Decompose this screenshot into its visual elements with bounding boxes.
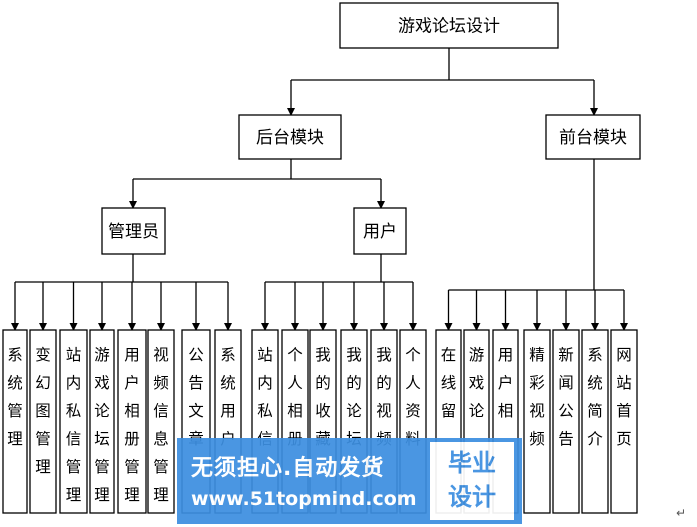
user-leaf-3-label: 我的论坛	[346, 346, 362, 448]
front-leaf-4: 新闻公告	[552, 329, 580, 514]
watermark-slogan: 无须担心.自动发货	[191, 456, 385, 481]
front-leaf-6-label: 网站首页	[616, 346, 632, 448]
frontend-module-node-frame	[545, 114, 641, 160]
admin-leaf-4: 用户相册管理	[117, 329, 147, 514]
admin-leaf-2-frame	[59, 329, 88, 514]
frontend-module-node-label: 前台模块	[559, 128, 627, 148]
admin-leaf-4-frame	[117, 329, 147, 514]
watermark-badge-bottom: 设计	[448, 483, 496, 511]
front-leaf-1-label: 游戏论	[469, 346, 485, 420]
front-leaf-5: 系统简介	[581, 329, 609, 514]
front-leaf-3: 精彩视频	[523, 329, 551, 514]
admin-leaf-5: 视频信息管理	[147, 329, 175, 514]
watermark-banner: 无须担心.自动发货 www.51topmind.com 毕业 设计	[177, 438, 522, 524]
admin-leaf-1-label: 变幻图管理	[35, 346, 51, 476]
admin-leaf-3-frame	[89, 329, 115, 514]
admin-node-label: 管理员	[108, 222, 159, 242]
admin-leaf-2: 站内私信管理	[59, 329, 88, 514]
paragraph-return-mark: ↵	[676, 506, 687, 520]
front-leaf-4-frame	[552, 329, 580, 514]
root-node-label: 游戏论坛设计	[398, 17, 500, 37]
admin-leaf-0-frame	[2, 329, 28, 514]
front-leaf-0-label: 在线留	[441, 346, 457, 420]
admin-node: 管理员	[101, 207, 166, 255]
root-node-frame	[339, 2, 559, 49]
admin-leaf-5-label: 视频信息管理	[153, 346, 169, 504]
frontend-module-node: 前台模块	[545, 114, 641, 160]
backend-module-node-frame	[238, 114, 342, 160]
backend-module-node: 后台模块	[238, 114, 342, 160]
front-leaf-5-label: 系统简介	[587, 346, 603, 448]
front-leaf-4-label: 新闻公告	[558, 346, 574, 448]
admin-leaf-0: 系统管理	[2, 329, 28, 514]
front-leaf-6: 网站首页	[610, 329, 638, 514]
admin-node-frame	[101, 207, 166, 255]
admin-leaf-3: 游戏论坛管理	[89, 329, 115, 514]
watermark-badge: 毕业 设计	[430, 442, 514, 520]
root-node: 游戏论坛设计	[339, 2, 559, 49]
admin-leaf-5-frame	[147, 329, 175, 514]
front-leaf-2-label: 用户相	[498, 346, 514, 420]
admin-leaf-7-label: 系统用户	[220, 346, 236, 448]
watermark-url: www.51topmind.com	[191, 488, 417, 510]
connector-lines	[11, 48, 628, 331]
admin-leaf-2-label: 站内私信管理	[66, 346, 82, 504]
admin-leaf-3-label: 游戏论坛管理	[94, 346, 110, 504]
admin-leaf-1: 变幻图管理	[29, 329, 57, 514]
admin-leaf-4-label: 用户相册管理	[124, 346, 140, 504]
admin-leaf-1-frame	[29, 329, 57, 514]
front-leaf-6-frame	[610, 329, 638, 514]
front-leaf-5-frame	[581, 329, 609, 514]
watermark-badge-top: 毕业	[448, 449, 496, 477]
front-leaf-3-label: 精彩视频	[529, 346, 545, 448]
user-node: 用户	[353, 207, 407, 255]
backend-module-node-label: 后台模块	[256, 128, 324, 148]
user-node-label: 用户	[363, 222, 397, 242]
admin-leaf-0-label: 系统管理	[7, 346, 23, 448]
front-leaf-3-frame	[523, 329, 551, 514]
user-node-frame	[353, 207, 407, 255]
